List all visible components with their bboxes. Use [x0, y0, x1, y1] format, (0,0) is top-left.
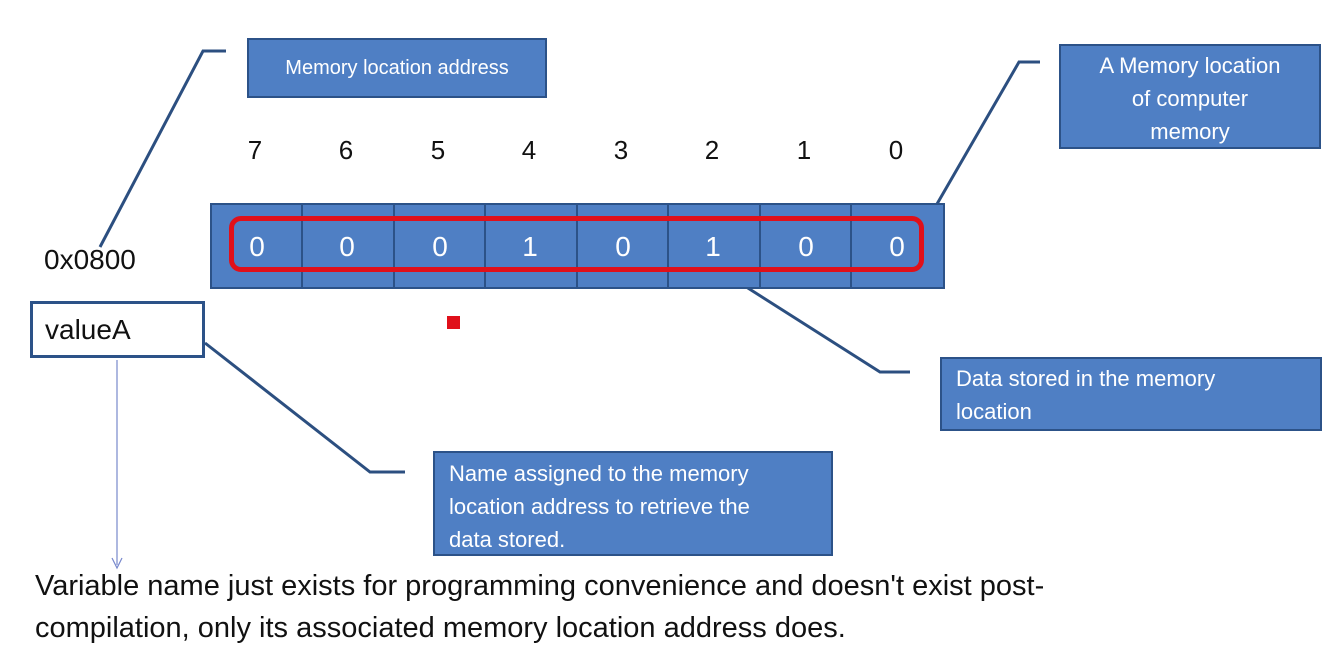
bit-cell: 0	[303, 205, 395, 287]
bit-cell: 1	[486, 205, 578, 287]
bit-value: 0	[798, 231, 814, 262]
bit-value: 0	[432, 231, 448, 262]
bit-value: 0	[339, 231, 355, 262]
data-highlight-outline	[229, 216, 924, 272]
data-stored-line: location	[956, 399, 1032, 424]
bit-value: 1	[522, 231, 538, 262]
data-stored-connector	[706, 260, 910, 374]
arrow-head-icon	[111, 557, 123, 570]
bit-cell: 0	[395, 205, 486, 287]
address-connector	[98, 49, 226, 248]
bit-position-label: 0	[888, 135, 904, 165]
memory-address-label: 0x0800	[44, 244, 136, 275]
name-assigned-line: data stored.	[449, 527, 566, 552]
bit-value: 1	[705, 231, 721, 262]
memory-location-line: of computer	[1131, 86, 1249, 111]
bit-position-label: 7	[247, 135, 263, 165]
data-stored-callout: Data stored in the memory location	[940, 357, 1322, 431]
data-stored-line: Data stored in the memory	[956, 366, 1216, 391]
memory-location-address-text: Memory location address	[285, 56, 509, 79]
bit-value: 0	[249, 231, 265, 262]
bit-cell: 0	[852, 205, 943, 287]
memory-location-callout: A Memory location of computer memory	[1059, 44, 1321, 149]
bit-value: 0	[889, 231, 905, 262]
red-marker	[447, 316, 460, 329]
memory-location-connector	[935, 60, 1040, 205]
variable-name-text: valueA	[45, 314, 131, 345]
memory-location-address-callout: Memory location address	[247, 38, 547, 98]
note-line: compilation, only its associated memory …	[35, 612, 846, 644]
note-line: Variable name just exists for programmin…	[35, 570, 1045, 602]
bit-position-label: 6	[338, 135, 354, 165]
bit-cell: 0	[761, 205, 852, 287]
bit-position-label: 5	[430, 135, 446, 165]
bit-position-label: 1	[796, 135, 812, 165]
variable-name-box: valueA	[30, 301, 205, 358]
name-assigned-connector	[204, 341, 405, 474]
bit-position-label: 2	[704, 135, 720, 165]
memory-location-line: A Memory location	[1099, 53, 1281, 78]
name-assigned-callout: Name assigned to the memory location add…	[433, 451, 833, 556]
bit-value: 0	[615, 231, 631, 262]
bit-position-label: 4	[521, 135, 537, 165]
memory-location-line: memory	[1150, 119, 1230, 144]
bit-position-label: 3	[613, 135, 629, 165]
bit-cell: 0	[212, 205, 303, 287]
bit-cell: 1	[669, 205, 761, 287]
name-assigned-line: location address to retrieve the	[449, 494, 750, 519]
name-assigned-line: Name assigned to the memory	[449, 461, 749, 486]
explanatory-note: Variable name just exists for programmin…	[35, 565, 1225, 649]
bit-cell: 0	[578, 205, 669, 287]
